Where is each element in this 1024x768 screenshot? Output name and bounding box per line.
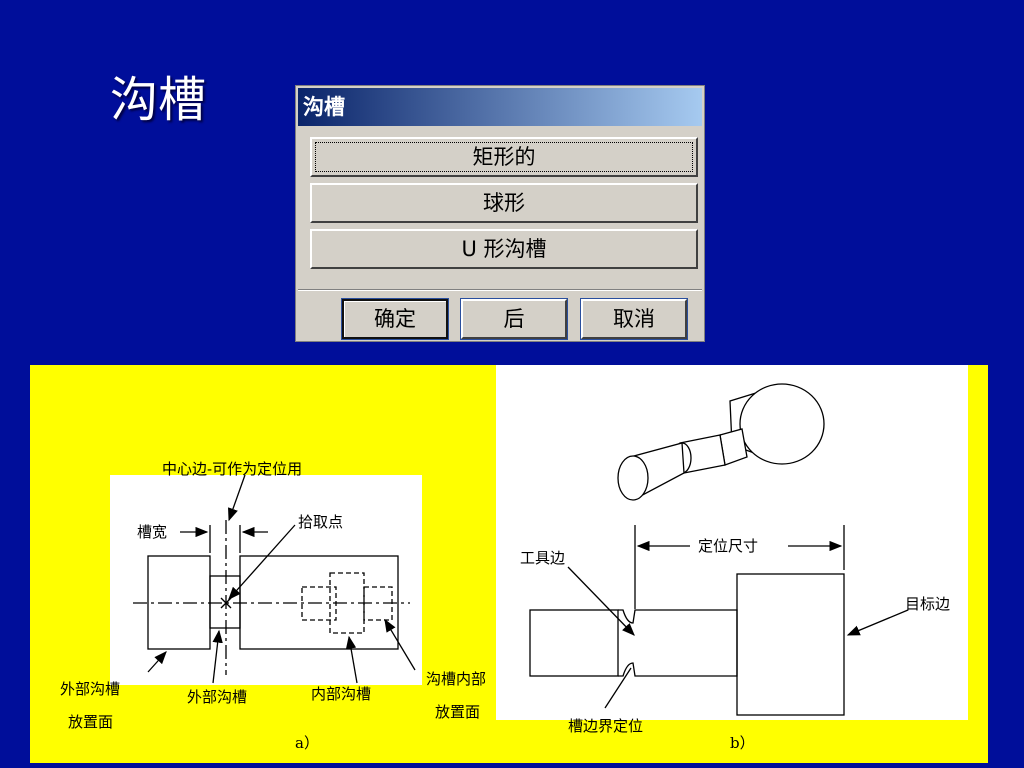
label-outer-groove: 外部沟槽 [187, 688, 247, 706]
caption-a: a） [295, 734, 319, 752]
figure-a-white-panel [110, 475, 422, 685]
u-groove-button[interactable]: U 形沟槽 [310, 229, 698, 269]
label-groove-width: 槽宽 [137, 523, 167, 541]
label-groove-boundary: 槽边界定位 [568, 717, 643, 735]
label-target-edge: 目标边 [905, 595, 950, 613]
slide-title: 沟槽 [110, 72, 207, 128]
figure-a-drawing [133, 474, 416, 684]
label-outer-place-1: 外部沟槽 [60, 680, 120, 698]
figure-b-iso-shaft [617, 383, 825, 501]
pick-point-marker [220, 597, 232, 609]
label-pick-point: 拾取点 [298, 513, 343, 531]
dialog-title: 沟槽 [298, 88, 702, 126]
label-inner-place-1: 沟槽内部 [426, 670, 486, 688]
groove-dialog: 沟槽 矩形的 球形 U 形沟槽 确定 后 取消 [295, 85, 705, 342]
label-outer-place-2: 放置面 [68, 713, 113, 731]
label-tool-edge: 工具边 [520, 549, 565, 567]
figure-panel: 中心边-可作为定位用 槽宽 拾取点 外部沟槽 放置面 外部沟槽 内部沟槽 沟槽内… [30, 365, 988, 763]
caption-b: b） [730, 734, 755, 752]
ball-end-button[interactable]: 球形 [310, 183, 698, 223]
back-button[interactable]: 后 [460, 298, 568, 340]
label-position-dim: 定位尺寸 [698, 537, 758, 555]
dialog-separator [298, 289, 702, 291]
figure-b-shaft-drawing [529, 525, 909, 716]
rectangular-button[interactable]: 矩形的 [310, 137, 698, 177]
label-inner-groove: 内部沟槽 [311, 685, 371, 703]
label-inner-place-2: 放置面 [435, 703, 480, 721]
groove-figures: 中心边-可作为定位用 槽宽 拾取点 外部沟槽 放置面 外部沟槽 内部沟槽 沟槽内… [60, 365, 968, 752]
ok-button[interactable]: 确定 [341, 298, 449, 340]
label-center-edge: 中心边-可作为定位用 [162, 460, 302, 478]
cancel-button[interactable]: 取消 [580, 298, 688, 340]
